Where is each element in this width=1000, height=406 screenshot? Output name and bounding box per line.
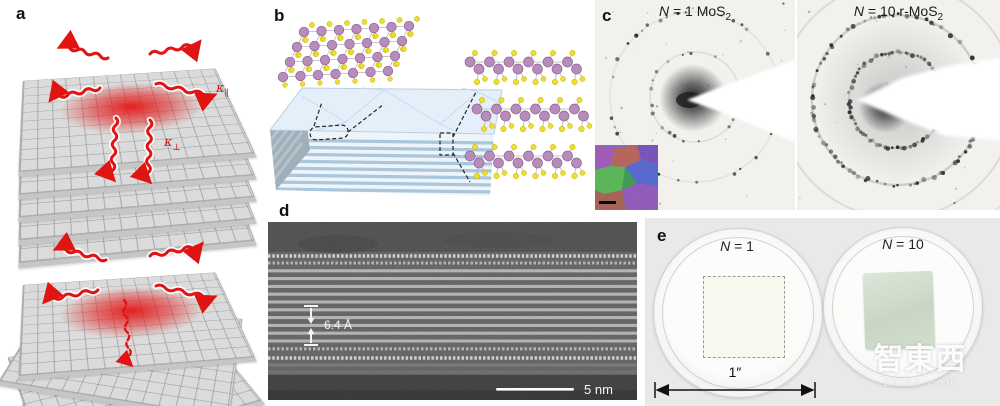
twisted-stack-model [0,228,263,406]
mos2-multilayer-model [464,50,593,180]
spacing-annotation: 6.4 Å [304,305,352,346]
panel-e-label: e [657,226,667,245]
panel-c-label: c [602,6,612,25]
watermark-logo: 智東西 [873,342,967,377]
panel-d-label: d [279,201,290,220]
svg-text:6.4 Å: 6.4 Å [324,317,352,332]
mos2-monolayer-model [277,16,420,88]
panel-d-tem-image: 6.4 Å 5 nm [268,222,637,400]
diffraction-image-n1: N = 1 MoS2 [595,0,795,210]
dimension-arrow [654,382,816,398]
watermark-url: ZHIDX.COM [884,379,956,388]
film-sample-n1 [703,276,785,358]
panel-b-illustration [269,16,593,196]
beam-stop [687,60,795,142]
film-slab-model [269,87,503,196]
diffraction-image-n10: N = 10 r-MoS2 [797,0,1000,210]
diffraction-title-right: N = 10 r-MoS2 [853,3,944,23]
panel-a-label: a [16,4,26,23]
sample-label-n1: N = 1 [720,238,754,254]
grain-map-inset [595,145,658,210]
diffraction-title-left: N = 1 MoS2 [658,3,732,23]
aligned-stack-model [0,24,260,264]
svg-text:5 nm: 5 nm [584,382,613,397]
watermark: 智東西 ZHIDX.COM [840,334,1000,388]
sample-label-n10: N = 10 [882,236,924,252]
panel-b-label: b [274,6,285,25]
dimension-label: 1″ [728,364,742,380]
panel-e-photo: e N = 1 N = 10 1″ 智東西 ZHIDX.COM [645,218,1000,406]
beam-stop [857,58,1000,140]
inset-scale-bar [599,201,616,204]
scale-bar: 5 nm [496,382,613,397]
